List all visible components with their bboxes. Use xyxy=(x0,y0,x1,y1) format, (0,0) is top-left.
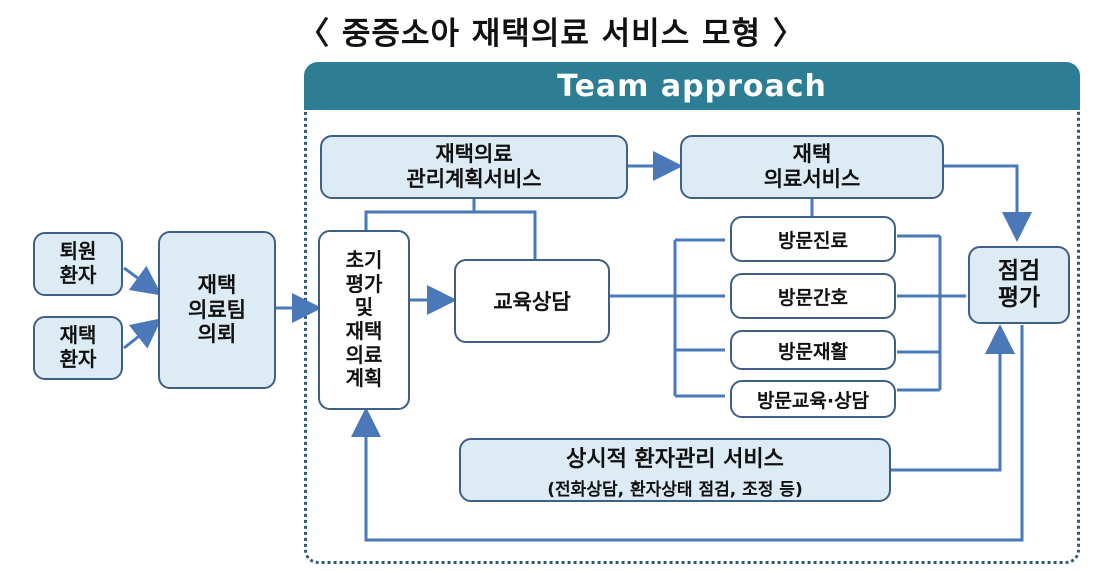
node-plan-service: 재택의료 관리계획서비스 xyxy=(320,135,628,199)
arrow-feedback-to-eval xyxy=(351,325,1024,542)
arrow-home-care-to-evaluation xyxy=(944,164,1032,242)
node-education-counseling: 교육상담 xyxy=(454,259,610,343)
continuous-service-title: 상시적 환자관리 서비스 xyxy=(566,446,784,472)
node-visit-rehab: 방문재활 xyxy=(730,330,896,370)
node-discharged-patient: 퇴원 환자 xyxy=(33,232,123,296)
node-team-referral: 재택 의료팀 의뢰 xyxy=(158,231,276,389)
node-home-patient: 재택 환자 xyxy=(33,316,123,380)
node-visit-nursing: 방문간호 xyxy=(730,273,896,319)
node-initial-evaluation: 초기 평가 및 재택 의료 계획 xyxy=(318,230,410,410)
team-approach-banner: Team approach xyxy=(304,62,1080,110)
node-visit-treatment: 방문진료 xyxy=(730,216,896,262)
arrow-discharged-to-referral xyxy=(123,265,162,296)
node-continuous-service: 상시적 환자관리 서비스 (전화상담, 환자상태 점검, 조정 등) xyxy=(459,438,891,502)
node-home-care-service: 재택 의료서비스 xyxy=(680,135,944,199)
arrow-home-to-referral xyxy=(123,318,162,350)
arrow-continuous-to-evaluation xyxy=(891,324,1015,472)
line-plan-to-eval-education xyxy=(364,210,537,260)
node-visit-education: 방문교육·상담 xyxy=(730,380,896,418)
continuous-service-subtitle: (전화상담, 환자상태 점검, 조정 등) xyxy=(547,479,803,500)
diagram-title: 〈 중증소아 재택의료 서비스 모형 〉 xyxy=(298,16,805,52)
node-evaluation: 점검 평가 xyxy=(968,246,1070,324)
